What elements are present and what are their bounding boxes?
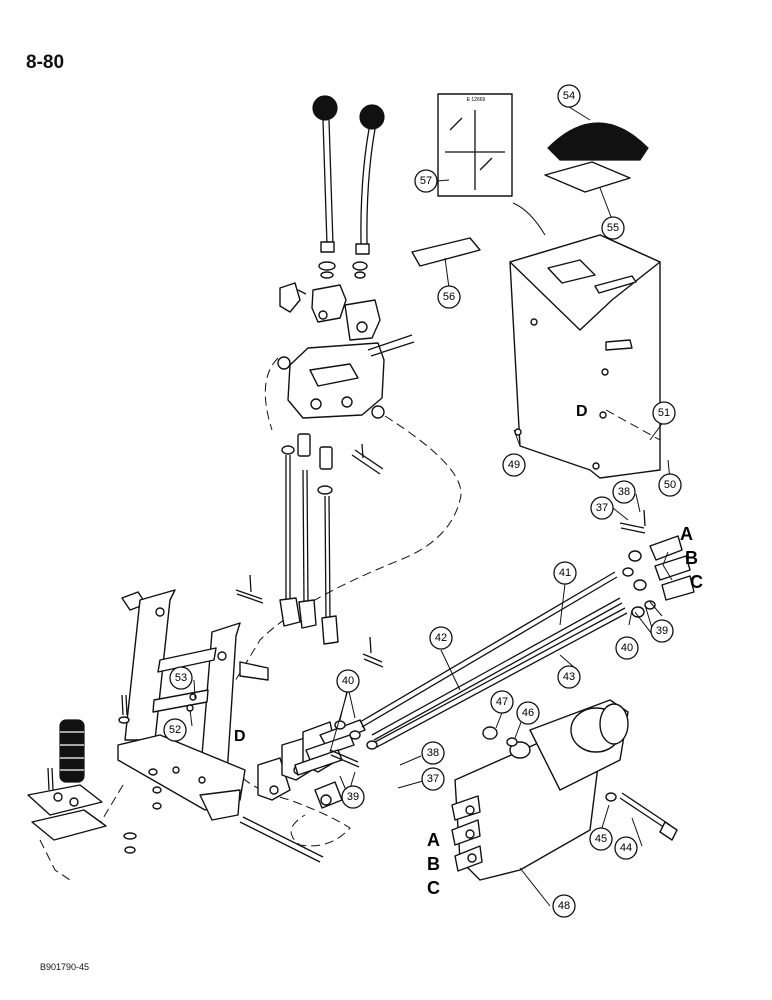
- callout-39-right: 39: [650, 619, 674, 643]
- svg-text:51: 51: [658, 407, 670, 419]
- svg-text:37: 37: [596, 502, 608, 514]
- console-cover: [509, 234, 661, 479]
- ref-letter-b-valve: B: [427, 854, 440, 874]
- callout-57: 57: [414, 169, 438, 193]
- shift-boot: [547, 122, 649, 161]
- svg-text:43: 43: [563, 671, 575, 683]
- ref-letter-c-right: C: [690, 572, 703, 592]
- callout-38-left: 38: [421, 741, 445, 765]
- callout-39-left: 39: [341, 785, 365, 809]
- svg-text:56: 56: [443, 291, 455, 303]
- support-tower: [117, 589, 246, 821]
- callout-45: 45: [589, 827, 613, 851]
- callout-52: 52: [163, 718, 187, 742]
- lever-pivots: [279, 282, 381, 341]
- callout-50: 50: [658, 473, 682, 497]
- svg-text:52: 52: [169, 724, 181, 736]
- callout-54: 54: [557, 84, 581, 108]
- control-levers: [312, 95, 385, 279]
- dashed-link-boot: [39, 839, 71, 881]
- ref-letter-c-valve: C: [427, 878, 440, 898]
- callout-42: 42: [429, 626, 453, 650]
- cable-end-clevises: [619, 509, 695, 618]
- callout-53: 53: [169, 666, 193, 690]
- svg-text:57: 57: [420, 175, 432, 187]
- callout-51: 51: [652, 401, 676, 425]
- ref-letter-a-valve: A: [427, 830, 440, 850]
- callout-47: 47: [490, 690, 514, 714]
- callout-49: 49: [502, 453, 526, 477]
- lever-knob-right: [359, 104, 385, 130]
- svg-text:44: 44: [620, 842, 632, 854]
- control-valve: [451, 699, 678, 881]
- svg-text:45: 45: [595, 833, 607, 845]
- svg-text:40: 40: [342, 675, 354, 687]
- svg-text:39: 39: [656, 625, 668, 637]
- svg-text:38: 38: [618, 486, 630, 498]
- svg-text:38: 38: [427, 747, 439, 759]
- callout-37-left: 37: [421, 767, 445, 791]
- svg-text:40: 40: [621, 642, 633, 654]
- leader-lines: [189, 106, 673, 907]
- vertical-control-rods: [279, 433, 384, 645]
- lower-linkage-arms: [257, 719, 378, 809]
- lever-boot-assembly: [27, 719, 137, 854]
- callout-41: 41: [553, 561, 577, 585]
- svg-text:37: 37: [427, 773, 439, 785]
- svg-text:42: 42: [435, 632, 447, 644]
- ref-letter-d-tower: D: [234, 728, 246, 745]
- dashed-link-left: [264, 357, 279, 431]
- ref-letter-b-right: B: [685, 548, 698, 568]
- callout-55: 55: [601, 216, 625, 240]
- svg-text:48: 48: [558, 900, 570, 912]
- control-cables: [359, 571, 628, 748]
- page-number: 8-80: [26, 52, 65, 73]
- ref-letter-d-console: D: [576, 403, 588, 420]
- callout-38-right: 38: [612, 480, 636, 504]
- callout-43: 43: [557, 665, 581, 689]
- lever-knob-left: [312, 95, 338, 121]
- lever-base-housing: [277, 334, 415, 419]
- cover-insert: [411, 237, 481, 267]
- callout-40-left: 40: [336, 669, 360, 693]
- svg-text:50: 50: [664, 479, 676, 491]
- svg-text:49: 49: [508, 459, 520, 471]
- long-bottom-bolt: [239, 816, 324, 863]
- svg-text:47: 47: [496, 696, 508, 708]
- callout-37-right: 37: [590, 496, 614, 520]
- svg-text:54: 54: [563, 90, 575, 102]
- callout-56: 56: [437, 285, 461, 309]
- callout-48: 48: [552, 894, 576, 918]
- dashed-link-right: [209, 415, 462, 721]
- callout-44: 44: [614, 836, 638, 860]
- svg-text:39: 39: [347, 791, 359, 803]
- boot-retainer-frame: [544, 161, 631, 193]
- svg-text:53: 53: [175, 672, 187, 684]
- ref-letter-a-right: A: [680, 524, 693, 544]
- svg-text:55: 55: [607, 222, 619, 234]
- svg-text:46: 46: [522, 707, 534, 719]
- callout-40-right: 40: [615, 636, 639, 660]
- drawing-code: B901790-45: [40, 962, 90, 972]
- svg-text:41: 41: [559, 567, 571, 579]
- dashed-link-bottom: [232, 767, 351, 847]
- decal-code: E 12669: [467, 97, 486, 103]
- callout-46: 46: [516, 701, 540, 725]
